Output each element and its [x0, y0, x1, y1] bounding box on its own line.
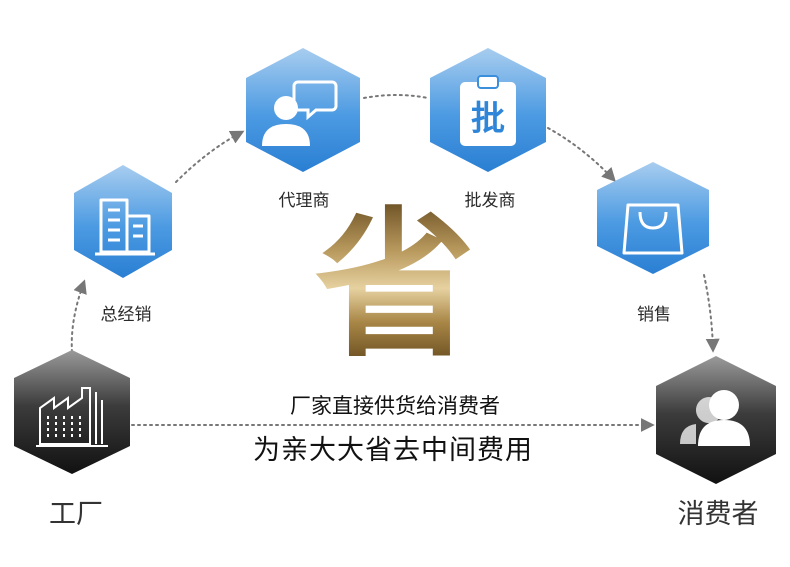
- label-consumer: 消费者: [677, 499, 759, 530]
- office-building-icon: [95, 198, 155, 256]
- label-factory: 工厂: [49, 499, 103, 530]
- hex-factory: [14, 350, 130, 474]
- label-agent: 代理商: [278, 191, 330, 211]
- connector-agent-to-wholesaler: [363, 94, 429, 99]
- save-character: 省: [310, 200, 480, 370]
- shopping-bag-icon: [622, 203, 684, 255]
- clipboard-char: 批: [471, 99, 505, 139]
- person-chat-icon: [262, 80, 338, 146]
- slogan: 为亲大大省去中间费用: [253, 435, 533, 466]
- hex-general-distributor: [74, 165, 172, 278]
- connector-retail-to-consumer: [703, 274, 720, 353]
- factory-icon: [36, 387, 108, 447]
- wholesale-clipboard-icon: 批: [460, 75, 516, 146]
- users-icon: [680, 390, 750, 446]
- tagline: 厂家直接供货给消费者: [290, 394, 500, 418]
- label-retail: 销售: [637, 305, 671, 325]
- label-wholesaler: 批发商: [464, 191, 516, 211]
- connector-wholesaler-to-retail: [547, 127, 616, 183]
- label-general-distributor: 总经销: [100, 305, 152, 325]
- connector-distributor-to-agent: [175, 130, 245, 183]
- connector-factory-to-distributor: [70, 279, 87, 353]
